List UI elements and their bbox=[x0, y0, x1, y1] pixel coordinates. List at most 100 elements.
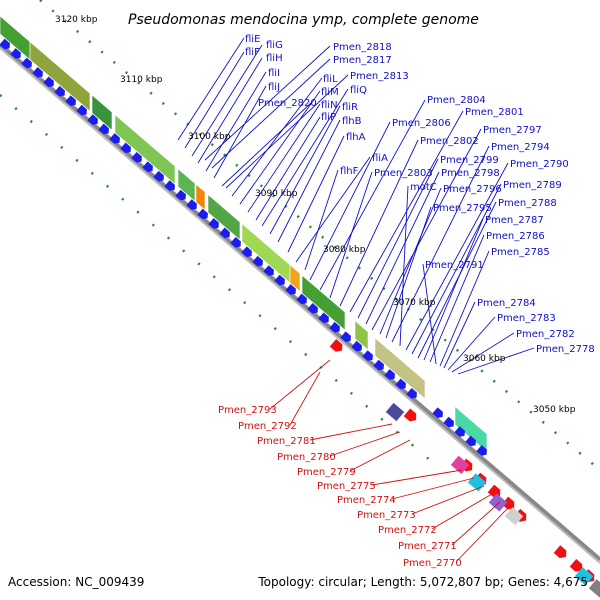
gene-label-Pmen_2796: Pmen_2796 bbox=[443, 184, 502, 195]
gene-label-flhF: flhF bbox=[340, 166, 359, 177]
forward-gene-arrow-156 bbox=[153, 170, 164, 182]
blue-leader-26 bbox=[365, 171, 440, 325]
red-leader-1 bbox=[289, 371, 321, 426]
forward-gene-arrow-288 bbox=[285, 284, 296, 295]
gene-label-fliJ: fliJ bbox=[268, 82, 280, 93]
blue-leader-1 bbox=[184, 51, 245, 149]
forward-gene-arrow-35 bbox=[32, 67, 43, 78]
red-leader-9 bbox=[451, 501, 501, 546]
blue-leader-21 bbox=[319, 99, 426, 291]
gene-label-Pmen_2781: Pmen_2781 bbox=[257, 436, 316, 447]
forward-gene-arrow-233 bbox=[230, 236, 241, 248]
topology-text: Topology: circular; Length: 5,072,807 bp… bbox=[257, 575, 588, 589]
kbp-label-3110: 3110 kbp bbox=[120, 75, 163, 85]
gene-label-Pmen_2791: Pmen_2791 bbox=[425, 260, 484, 271]
blue-leader-7 bbox=[231, 77, 323, 197]
blue-leader-8 bbox=[239, 90, 321, 205]
gene-label-Pmen_2782: Pmen_2782 bbox=[516, 329, 575, 340]
gene-label-Pmen_2788: Pmen_2788 bbox=[498, 198, 557, 209]
red-leader-8 bbox=[431, 493, 493, 530]
forward-gene-arrow-266 bbox=[263, 265, 274, 276]
forward-gene-arrow-310 bbox=[307, 303, 318, 314]
gene-label-fliQ: fliQ bbox=[350, 85, 367, 96]
forward-gene-arrow-46 bbox=[43, 76, 54, 88]
blue-leader-19 bbox=[304, 169, 339, 271]
kbp-label-3050: 3050 kbp bbox=[533, 405, 576, 415]
gene-label-Pmen_2797: Pmen_2797 bbox=[483, 125, 542, 136]
cog-box-4 bbox=[504, 507, 524, 526]
cog-box-0 bbox=[385, 402, 405, 422]
gene-label-fliI: fliI bbox=[268, 68, 280, 79]
blue-leader-35 bbox=[423, 218, 484, 361]
forward-gene-arrow-123 bbox=[120, 142, 131, 154]
map-title: Pseudomonas mendocina ymp, complete geno… bbox=[128, 12, 479, 28]
red-leader-4 bbox=[349, 439, 411, 472]
blue-leader-3 bbox=[197, 57, 263, 164]
blue-leader-11 bbox=[261, 88, 349, 227]
gene-label-Pmen_2778: Pmen_2778 bbox=[536, 344, 595, 355]
gene-label-Pmen_2820: Pmen_2820 bbox=[258, 98, 317, 109]
blue-leader-5 bbox=[213, 85, 267, 179]
gene-features bbox=[0, 15, 600, 598]
blue-leader-22 bbox=[329, 171, 373, 299]
gene-label-Pmen_2786: Pmen_2786 bbox=[486, 231, 545, 242]
blue-leader-33 bbox=[411, 183, 502, 355]
gene-label-Pmen_2806: Pmen_2806 bbox=[392, 118, 451, 129]
blue-leader-29 bbox=[385, 206, 432, 339]
blue-leader-17 bbox=[287, 135, 345, 253]
forward-gene-arrow-13 bbox=[10, 48, 21, 59]
forward-gene-arrow-435 bbox=[432, 407, 443, 418]
cog-box-3 bbox=[488, 493, 508, 512]
forward-gene-arrow-446 bbox=[443, 416, 454, 428]
forward-gene-arrow-24 bbox=[21, 57, 32, 69]
forward-gene-arrow-79 bbox=[76, 104, 87, 116]
blue-leader-36 bbox=[429, 234, 485, 363]
blue-leader-14 bbox=[204, 45, 331, 161]
forward-gene-arrow-178 bbox=[175, 189, 186, 201]
blue-leader-41 bbox=[451, 332, 515, 373]
kbp-label-3080: 3080 kbp bbox=[323, 245, 366, 255]
gene-label-Pmen_2794: Pmen_2794 bbox=[491, 142, 550, 153]
forward-gene-arrow-112 bbox=[109, 133, 120, 144]
forward-gene-arrow-354 bbox=[351, 340, 362, 352]
blue-leader-40 bbox=[447, 316, 496, 371]
reverse-gene-arrow-8 bbox=[569, 559, 583, 572]
cog-box-6 bbox=[588, 579, 600, 598]
gene-label-flhA: flhA bbox=[346, 132, 366, 143]
forward-gene-arrow-57 bbox=[54, 85, 65, 97]
forward-gene-arrow-167 bbox=[164, 180, 175, 191]
gene-label-Pmen_2773: Pmen_2773 bbox=[357, 510, 416, 521]
gene-label-motC: motC bbox=[410, 182, 437, 193]
reverse-gene-arrow-5 bbox=[501, 496, 515, 510]
forward-gene-arrow-479 bbox=[476, 445, 487, 456]
blue-leader-15 bbox=[211, 58, 331, 169]
gene-label-Pmen_2787: Pmen_2787 bbox=[485, 215, 544, 226]
gene-label-Pmen_2813: Pmen_2813 bbox=[350, 71, 409, 82]
gene-label-Pmen_2780: Pmen_2780 bbox=[277, 452, 336, 463]
gene-label-fliA: fliA bbox=[372, 153, 388, 164]
gene-label-Pmen_2775: Pmen_2775 bbox=[317, 481, 376, 492]
gene-label-flhB: flhB bbox=[342, 116, 362, 127]
cog-box-1 bbox=[450, 455, 470, 474]
blue-leader-10 bbox=[255, 116, 321, 221]
gene-label-Pmen_2804: Pmen_2804 bbox=[427, 95, 486, 106]
red-leader-7 bbox=[411, 485, 485, 515]
gene-label-Pmen_2818: Pmen_2818 bbox=[333, 42, 392, 53]
forward-gene-arrow-200 bbox=[197, 208, 208, 220]
forward-gene-arrow-145 bbox=[142, 161, 153, 173]
gene-label-Pmen_2817: Pmen_2817 bbox=[333, 55, 392, 66]
cog-block-5 bbox=[195, 183, 206, 211]
forward-gene-arrow-398 bbox=[395, 378, 406, 390]
forward-gene-arrow-222 bbox=[219, 227, 230, 239]
gene-label-Pmen_2795: Pmen_2795 bbox=[433, 203, 492, 214]
blue-leader-27 bbox=[371, 128, 482, 331]
forward-gene-arrow-244 bbox=[241, 246, 252, 258]
blue-leader-6 bbox=[221, 101, 313, 187]
blue-leader-25 bbox=[357, 158, 439, 319]
gene-label-fliP: fliP bbox=[321, 112, 336, 123]
gene-label-Pmen_2798: Pmen_2798 bbox=[441, 168, 500, 179]
forward-gene-arrow-134 bbox=[131, 151, 142, 163]
forward-gene-arrow-277 bbox=[274, 274, 285, 286]
red-leader-5 bbox=[371, 469, 463, 486]
